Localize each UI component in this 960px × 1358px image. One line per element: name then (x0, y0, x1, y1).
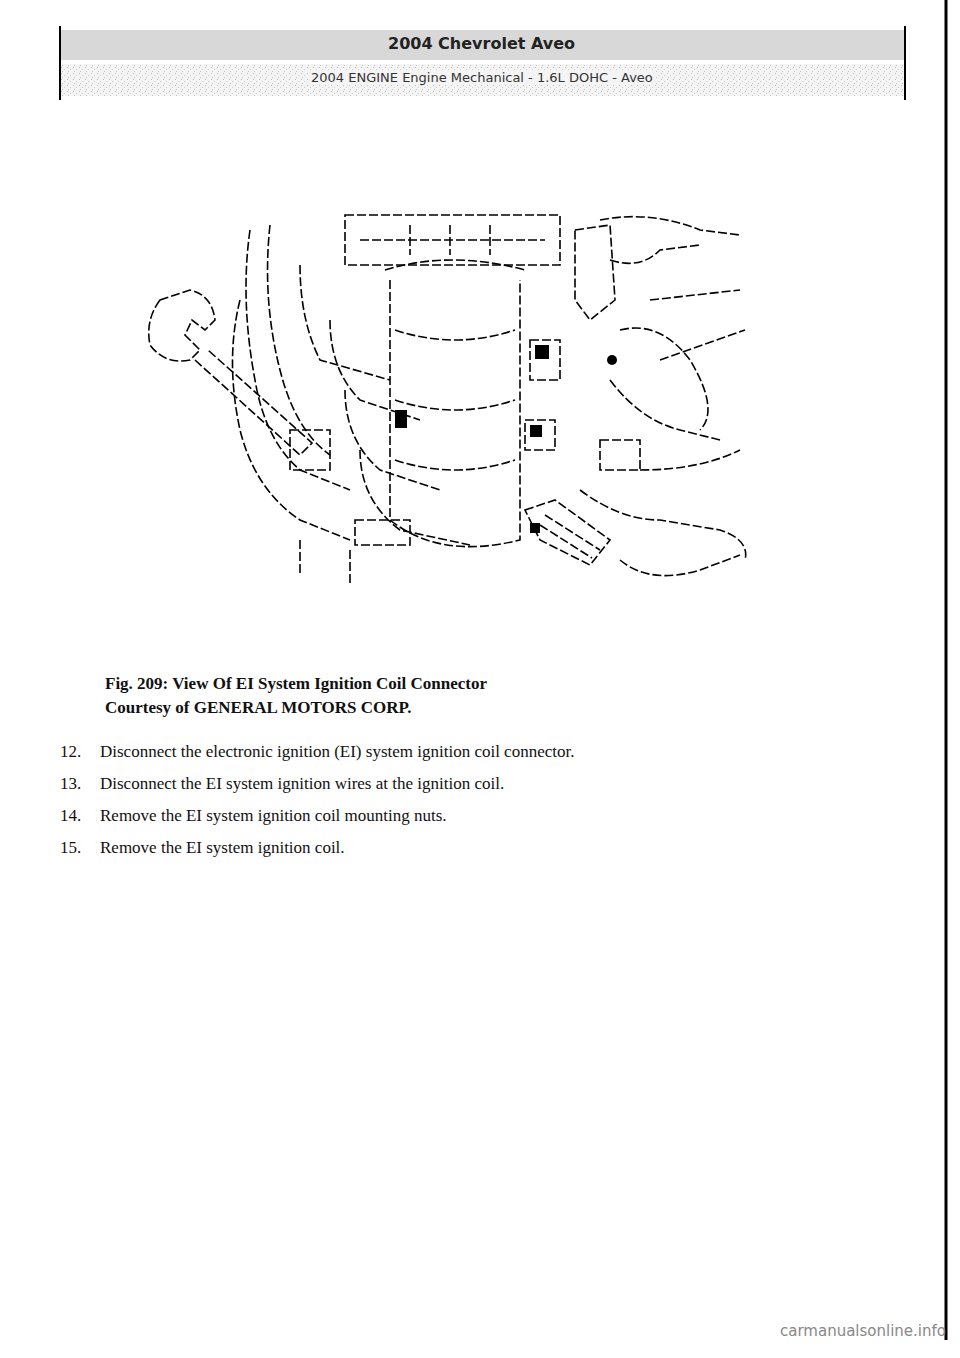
figure-caption: Fig. 209: View Of EI System Ignition Coi… (105, 674, 487, 694)
frame-line (59, 26, 61, 100)
step-number: 14. (60, 806, 81, 826)
frame-line (904, 26, 906, 100)
step-number: 15. (60, 838, 81, 858)
step-text: Disconnect the EI system ignition wires … (100, 774, 504, 794)
step-text: Disconnect the electronic ignition (EI) … (100, 742, 574, 762)
step-text: Remove the EI system ignition coil mount… (100, 806, 447, 826)
page-edge-line (945, 0, 948, 1340)
title-bar (60, 30, 905, 60)
step-number: 13. (60, 774, 81, 794)
section-header: 2004 ENGINE Engine Mechanical - 1.6L DOH… (308, 70, 656, 85)
subtitle-bar (60, 64, 905, 96)
page-title: 2004 Chevrolet Aveo (388, 34, 575, 53)
watermark: carmanualsonline.info (780, 1322, 946, 1340)
step-number: 12. (60, 742, 81, 762)
step-text: Remove the EI system ignition coil. (100, 838, 345, 858)
courtesy-line: Courtesy of GENERAL MOTORS CORP. (105, 698, 412, 718)
